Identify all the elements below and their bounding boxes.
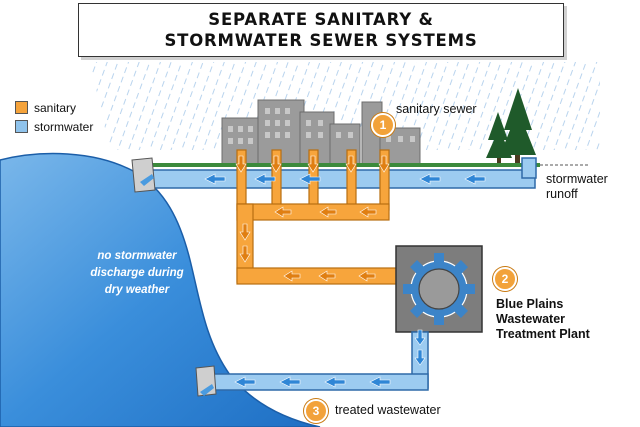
no-discharge-line-2: discharge during bbox=[90, 267, 184, 279]
rain-area bbox=[90, 62, 600, 150]
stormwater-runoff-label-1: stormwater bbox=[546, 172, 608, 186]
badge-2: 2 bbox=[493, 267, 517, 291]
treated-pipe bbox=[211, 331, 429, 391]
badge-1: 1 bbox=[371, 113, 395, 137]
legend-stormwater: stormwater bbox=[15, 117, 93, 136]
title-box: SEPARATE SANITARY & STORMWATER SEWER SYS… bbox=[78, 3, 564, 57]
no-discharge-line-1: no stormwater bbox=[97, 250, 177, 262]
title-line-1: SEPARATE SANITARY & bbox=[208, 10, 434, 29]
treatment-plant bbox=[395, 245, 483, 333]
plant-label-2: Wastewater bbox=[496, 312, 566, 326]
river bbox=[0, 152, 321, 427]
legend-stormwater-label: stormwater bbox=[34, 119, 94, 134]
no-discharge-line-3: dry weather bbox=[104, 284, 170, 296]
sanitary-collector-pipe bbox=[236, 203, 398, 285]
ground-line bbox=[150, 163, 540, 167]
badge-3: 3 bbox=[304, 399, 328, 423]
legend-sanitary: sanitary bbox=[15, 98, 93, 117]
outfall-top bbox=[131, 157, 156, 193]
trees bbox=[486, 88, 536, 164]
sanitary-swatch bbox=[15, 101, 28, 114]
outfall-bottom bbox=[195, 365, 217, 397]
plant-label: Blue Plains Wastewater Treatment Plant bbox=[496, 297, 590, 342]
stormwater-swatch bbox=[15, 120, 28, 133]
title-line-2: STORMWATER SEWER SYSTEMS bbox=[164, 31, 478, 50]
stormwater-runoff-label-2: runoff bbox=[546, 187, 578, 201]
legend-sanitary-label: sanitary bbox=[34, 100, 77, 115]
no-discharge-note: no stormwater discharge during dry weath… bbox=[72, 248, 202, 299]
plant-label-3: Treatment Plant bbox=[496, 327, 590, 341]
flow-arrows bbox=[204, 155, 486, 388]
legend: sanitary stormwater bbox=[15, 98, 93, 136]
sanitary-sewer-label: sanitary sewer bbox=[396, 102, 477, 116]
treated-wastewater-label: treated wastewater bbox=[335, 403, 441, 417]
plant-label-1: Blue Plains bbox=[496, 297, 564, 311]
